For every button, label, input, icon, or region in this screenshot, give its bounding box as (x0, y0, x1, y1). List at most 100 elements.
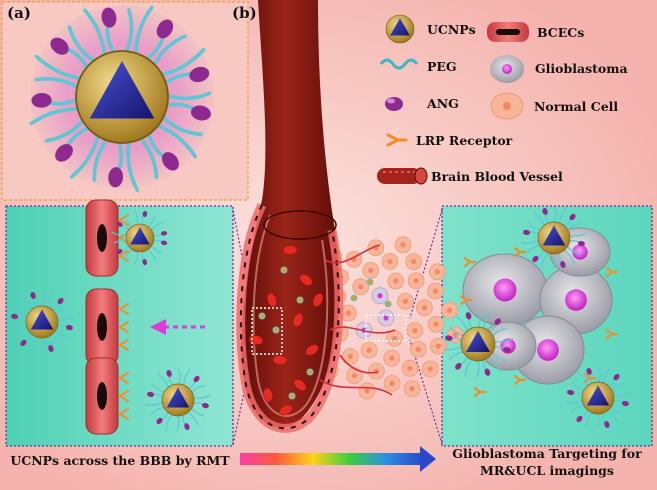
ucnp-particle (111, 209, 168, 266)
cell-nucleus (347, 353, 353, 360)
cell-nucleus (411, 259, 417, 265)
bcec-nucleus (97, 313, 107, 341)
cell-nucleus (391, 335, 398, 341)
cell-nucleus (387, 258, 393, 265)
legend-peg: PEG (427, 59, 457, 74)
cell-nucleus (366, 347, 372, 353)
ucnp-particle (29, 5, 212, 192)
cell-nucleus (434, 269, 440, 275)
cell-nucleus (400, 242, 406, 248)
cell-nucleus (389, 355, 395, 361)
targeting-caption-line2: MR&UCL imagings (480, 463, 614, 478)
cell-nucleus (351, 373, 358, 379)
legend-normal-cell: Normal Cell (534, 99, 619, 114)
lrp-receptor (473, 386, 487, 398)
peg-legend-icon (379, 58, 419, 70)
cell-nucleus (407, 365, 413, 371)
cell-nucleus (447, 307, 453, 313)
cell-nucleus (413, 278, 419, 284)
cell-nucleus (383, 315, 389, 321)
small-nanoparticle (384, 300, 392, 308)
small-nanoparticle (366, 278, 374, 286)
lrp-receptor (118, 321, 129, 333)
cell-nucleus (433, 321, 439, 327)
lrp-receptor (118, 390, 129, 402)
cell-nucleus (415, 346, 421, 352)
red-blood-cell (299, 274, 313, 286)
legend-ucnps: UCNPs (427, 22, 476, 37)
capillaries (319, 244, 396, 396)
glioblastoma-nucleus (493, 278, 517, 302)
cell-nucleus (421, 305, 428, 311)
zoom-box-vessel (251, 307, 283, 355)
lrp-receptor (463, 256, 477, 268)
red-blood-cell (312, 293, 324, 307)
vessel-legend-icon (377, 167, 428, 185)
cell-nucleus (377, 293, 383, 299)
red-blood-cell (263, 387, 273, 403)
small-nanoparticle (350, 294, 358, 302)
red-blood-cell (282, 245, 298, 255)
cell-nucleus (432, 288, 439, 294)
bbb-caption: UCNPs across the BBB by RMT (10, 453, 230, 468)
cell-nucleus (427, 366, 433, 372)
cell-nucleus (402, 298, 409, 304)
lrp-receptor (605, 328, 619, 340)
cell-nucleus (412, 327, 418, 334)
cell-nucleus (393, 278, 399, 284)
targeting-caption-line1: Glioblastoma Targeting for (452, 446, 642, 461)
red-blood-cells (248, 245, 392, 416)
red-blood-cell (272, 355, 288, 365)
bcec-column (85, 199, 129, 435)
legend-ang: ANG (427, 96, 459, 111)
small-nanoparticle (272, 326, 280, 334)
cell-nucleus (452, 332, 458, 338)
legend-vessel: Brain Blood Vessel (431, 169, 563, 184)
lrp-receptor (513, 374, 527, 386)
red-blood-cell (292, 312, 304, 328)
ucnp-legend-icon (385, 14, 415, 44)
cell-nucleus (368, 267, 374, 274)
cell-nucleus (364, 388, 370, 394)
progress-arrow (240, 446, 436, 472)
small-nanoparticle (288, 392, 296, 400)
normal-cell-legend-icon (490, 92, 524, 120)
red-blood-cell (279, 404, 293, 416)
legend (377, 14, 529, 185)
cell-nucleus (345, 310, 352, 316)
legend-glioblastoma: Glioblastoma (535, 61, 628, 76)
lrp-receptor (459, 294, 473, 306)
bcec-legend-icon (487, 22, 529, 42)
bcec-nucleus (97, 382, 107, 410)
nanoparticles (8, 5, 632, 432)
ucnp-particle (385, 14, 415, 44)
lrp-receptor (118, 408, 129, 420)
small-nanoparticle (296, 296, 304, 304)
lrp-receptor (118, 303, 129, 315)
glioblastoma-legend-icon (490, 55, 524, 83)
blood-vessel (236, 0, 344, 433)
small-nanoparticle (306, 368, 314, 376)
lrp-receptor (118, 339, 129, 351)
small-nanoparticle (258, 312, 266, 320)
ucnp-particle (8, 290, 76, 354)
lrp-receptor (513, 246, 527, 258)
glioblastoma-nucleus (565, 289, 587, 311)
lrp-legend-icon (386, 133, 408, 147)
cell-nucleus (409, 386, 415, 392)
zoom-box-tumor (365, 314, 407, 342)
ucnp-particle (144, 368, 212, 432)
lrp-receptor (118, 232, 129, 244)
cell-nucleus (389, 380, 395, 386)
legend-lrp: LRP Receptor (416, 133, 513, 148)
ucnp-particle (564, 366, 632, 430)
ang-legend-icon (385, 97, 403, 111)
ucnp-particle (520, 206, 588, 270)
red-blood-cell (266, 292, 278, 308)
transport-arrow (150, 319, 205, 335)
glioblastoma-nucleus (572, 244, 588, 260)
glioblastoma-nucleus (537, 339, 559, 361)
bcec-nucleus (97, 224, 107, 252)
